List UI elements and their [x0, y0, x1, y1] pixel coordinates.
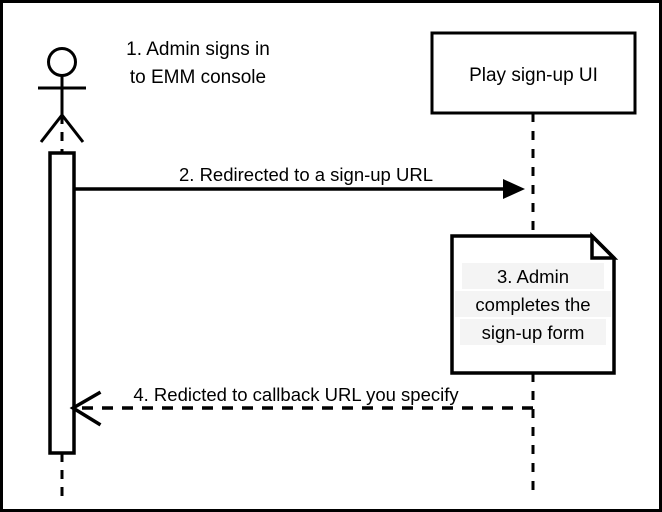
actor-stick-figure	[38, 47, 86, 143]
note-line-3: sign-up form	[482, 322, 585, 343]
message-4-arrowhead-icon	[69, 390, 102, 427]
actor-activation-box	[48, 151, 76, 455]
actor-right-leg-icon	[60, 114, 85, 143]
note-shape	[450, 231, 619, 375]
message-2-arrow	[74, 179, 525, 199]
note-text-band-3	[460, 319, 606, 345]
actor-head-icon	[47, 47, 77, 77]
actor-left-leg-icon	[39, 114, 64, 143]
message-2-label: 2. Redirected to a sign-up URL	[179, 164, 433, 185]
note-fold-corner-icon	[590, 231, 619, 260]
note-body	[450, 234, 616, 375]
actor-caption-line1: 1. Admin signs in	[126, 39, 270, 60]
message-2-arrowhead-icon	[503, 179, 525, 199]
note-text-band-2	[455, 291, 611, 317]
message-4-label: 4. Redicted to callback URL you specify	[133, 384, 459, 405]
message-4-arrow	[69, 390, 533, 427]
participant-label: Play sign-up UI	[469, 65, 598, 86]
sequence-diagram-svg: 1. Admin signs in to EMM console Play si…	[38, 31, 637, 499]
note-line-1: 3. Admin	[497, 266, 569, 287]
actor-caption-line2: to EMM console	[130, 67, 266, 88]
note-text-band-1	[462, 263, 604, 289]
note-line-2: completes the	[475, 294, 590, 315]
